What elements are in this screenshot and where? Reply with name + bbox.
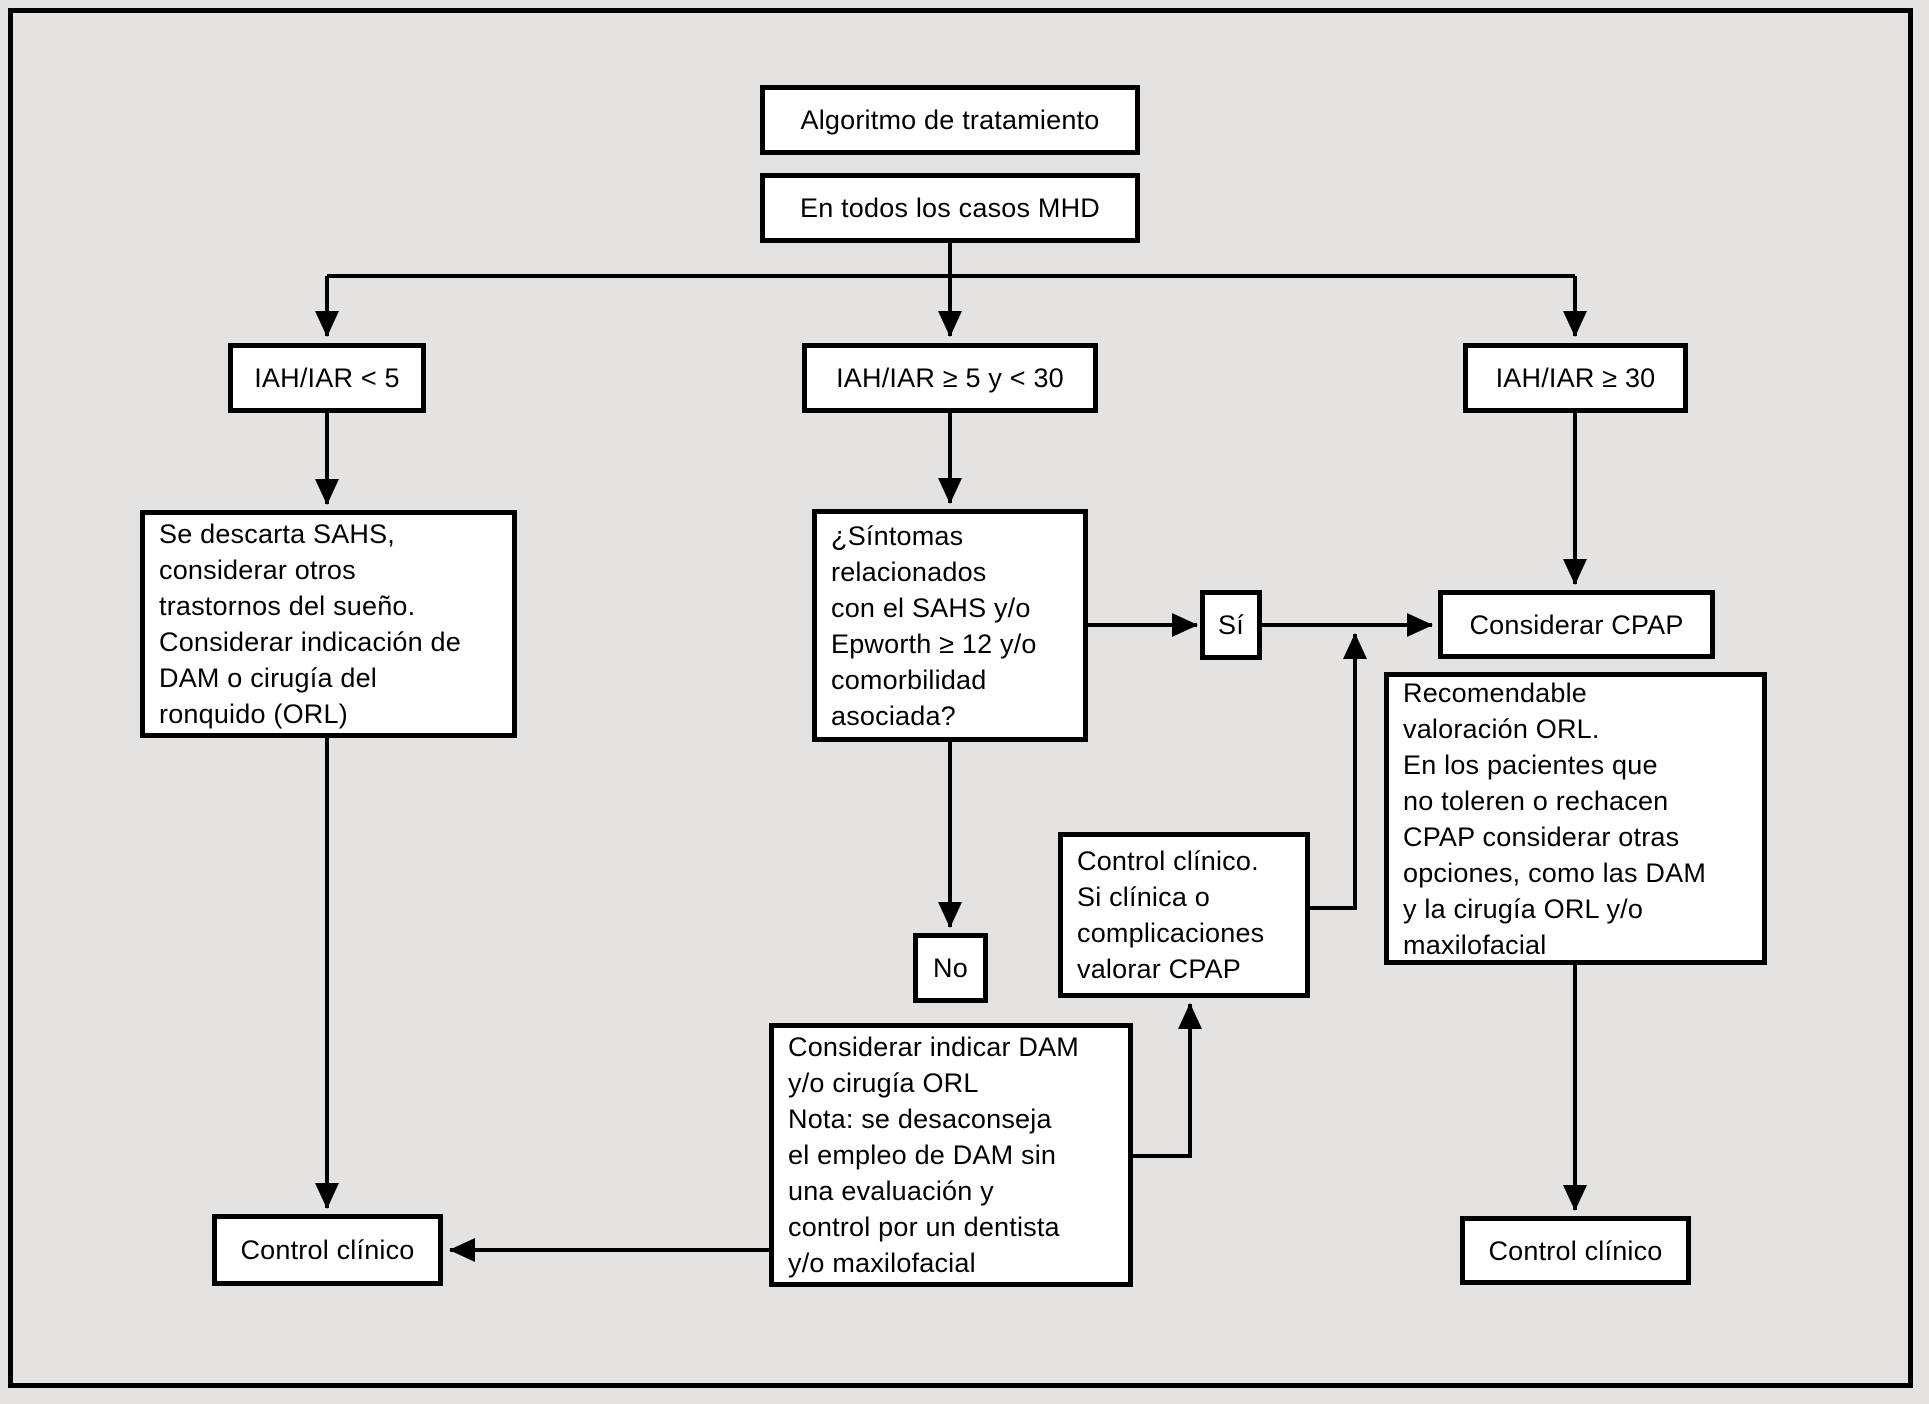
node-discard-sahs: Se descarta SAHS, considerar otros trast… bbox=[140, 510, 517, 738]
node-iah-lt-5: IAH/IAR < 5 bbox=[228, 343, 426, 413]
node-clinical-control-right: Control clínico bbox=[1460, 1216, 1691, 1285]
connector-dam-to-controlcpap bbox=[1133, 1003, 1202, 1158]
node-yes: Sí bbox=[1200, 590, 1262, 660]
node-consider-cpap: Considerar CPAP bbox=[1438, 590, 1715, 659]
node-iah-gte-30: IAH/IAR ≥ 30 bbox=[1463, 343, 1688, 413]
node-iah-5-to-30: IAH/IAR ≥ 5 y < 30 bbox=[802, 343, 1098, 413]
node-clinical-control-cpap: Control clínico. Si clínica o complicaci… bbox=[1058, 832, 1310, 998]
connector-controlcpap-up-merge bbox=[1310, 633, 1367, 910]
outer-border bbox=[8, 8, 1913, 1388]
node-algorithm-title: Algoritmo de tratamiento bbox=[760, 85, 1140, 155]
node-mhd-all-cases: En todos los casos MHD bbox=[760, 173, 1140, 243]
node-no: No bbox=[913, 933, 988, 1003]
node-symptoms-question: ¿Síntomas relacionados con el SAHS y/o E… bbox=[812, 509, 1088, 742]
node-clinical-control-left: Control clínico bbox=[212, 1214, 443, 1286]
node-consider-dam: Considerar indicar DAM y/o cirugía ORL N… bbox=[769, 1023, 1133, 1287]
node-orl-recommendation: Recomendable valoración ORL. En los paci… bbox=[1384, 672, 1767, 965]
